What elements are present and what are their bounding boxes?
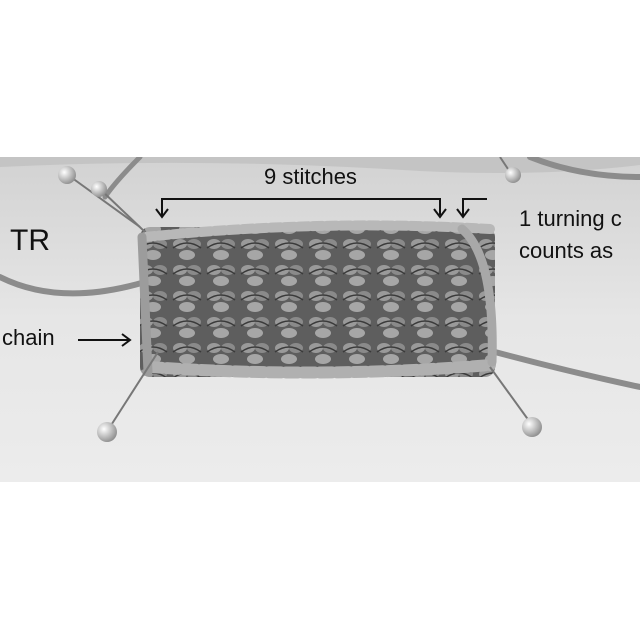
stitch-count-label: 9 stitches	[264, 164, 357, 189]
crochet-swatch	[137, 220, 497, 379]
pin-head-top-right	[505, 167, 521, 183]
pin-head-bottom-right	[522, 417, 542, 437]
pin-shaft-top-left	[67, 174, 141, 228]
turning-chain-arrow	[456, 198, 487, 219]
stitch-count-bracket	[155, 198, 447, 219]
pin-shaft-bottom-right	[489, 366, 533, 426]
technique-label: TR	[10, 224, 50, 257]
turning-chain-label-line2: counts as	[519, 238, 614, 263]
pin-head-top-left	[58, 166, 76, 184]
pin-shaft-top-left-2	[99, 188, 146, 233]
yarn-tail-top-right	[527, 157, 640, 180]
pin-head-top-left-2	[91, 181, 107, 197]
yarn-tail-right	[492, 349, 640, 390]
chain-arrow	[78, 333, 132, 347]
pin-shaft-bottom-left	[107, 351, 159, 431]
chain-label: chain	[2, 325, 55, 350]
yarn-tail-left	[0, 274, 148, 297]
turning-chain-label-line1: 1 turning c	[519, 206, 622, 231]
pin-head-bottom-left	[97, 422, 117, 442]
crochet-swatch-photo	[0, 157, 640, 482]
